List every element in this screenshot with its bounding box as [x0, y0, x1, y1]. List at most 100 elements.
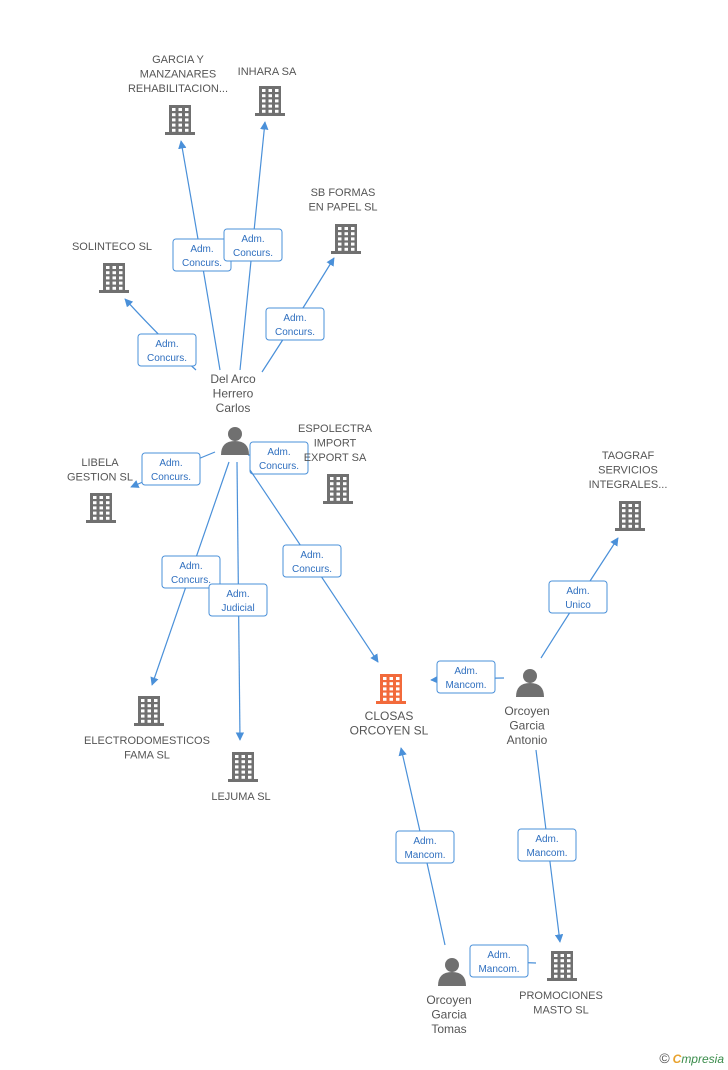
building-window — [119, 276, 123, 280]
building-window — [147, 699, 151, 702]
building-window — [338, 247, 342, 251]
edge-label-line: Adm. — [226, 589, 249, 600]
building-window — [622, 519, 626, 523]
node-label-line: SOLINTECO SL — [72, 241, 152, 253]
building-window — [336, 492, 340, 496]
building-base — [134, 723, 164, 726]
node-label-line: Orcoyen — [426, 993, 471, 1007]
edge-delarco-solinteco: Adm.Concurs. — [124, 298, 197, 371]
building-window — [343, 497, 347, 501]
building-window — [141, 719, 145, 723]
building-window — [106, 271, 110, 275]
edge-label-box — [265, 307, 325, 341]
edge-label-box — [249, 441, 309, 475]
building-window — [343, 492, 347, 496]
building-window — [344, 242, 348, 246]
edge-label-line: Adm. — [413, 836, 436, 847]
building-window — [262, 89, 266, 92]
building-icon — [331, 224, 361, 254]
edge-label-line: Concurs. — [151, 472, 191, 483]
edge-label-line: Concurs. — [259, 461, 299, 472]
building-window — [635, 509, 639, 513]
node-taograf[interactable]: TAOGRAFSERVICIOSINTEGRALES... — [589, 450, 668, 531]
building-window — [172, 113, 176, 117]
edge-antonio-taograf: Adm.Unico — [540, 537, 619, 659]
building-window — [275, 94, 279, 98]
edge-label-line: Adm. — [155, 339, 178, 350]
building-base — [255, 113, 285, 116]
node-electro[interactable]: ELECTRODOMESTICOS FAMA SL — [84, 696, 210, 762]
node-label-line: GARCIA Y — [152, 54, 204, 66]
building-window — [396, 692, 400, 696]
building-base — [615, 528, 645, 531]
node-label-line: FAMA SL — [124, 750, 170, 762]
edge-delarco-espolectra: Adm.Concurs. — [247, 441, 309, 475]
nodes-layer: GARCIA YMANZANARESREHABILITACION...INHAR… — [67, 54, 667, 1036]
edge-label-line: Concurs. — [171, 575, 211, 586]
building-window — [268, 94, 272, 98]
person-body — [221, 441, 249, 455]
building-window — [622, 514, 626, 518]
edge-label-line: Judicial — [221, 603, 254, 614]
edge-delarco-closas: Adm.Concurs. — [249, 469, 379, 663]
building-window — [185, 128, 189, 132]
building-window — [93, 496, 97, 499]
node-solinteco[interactable]: SOLINTECO SL — [72, 241, 152, 293]
empresia-logo: ©Cmpresia — [659, 1050, 724, 1066]
building-window — [154, 704, 158, 708]
building-window — [235, 760, 239, 764]
building-window — [248, 775, 252, 779]
building-window — [241, 755, 245, 758]
node-label-line: Garcia — [509, 719, 545, 733]
edge-label-line: Adm. — [454, 666, 477, 677]
edges-layer: Adm.Concurs.Adm.Concurs.Adm.Concurs.Adm.… — [124, 121, 619, 978]
building-window — [262, 94, 266, 98]
building-window — [248, 770, 252, 774]
building-window — [185, 113, 189, 117]
building-window — [106, 506, 110, 510]
node-label-line: EN PAPEL SL — [308, 202, 377, 214]
edge-delarco-libela: Adm.Concurs. — [130, 451, 216, 488]
edge-label-box — [223, 228, 283, 262]
edge-tomas-closas: Adm.Mancom. — [395, 747, 455, 946]
building-window — [119, 266, 123, 269]
node-label-line: ELECTRODOMESTICOS — [84, 735, 210, 747]
edge-label-box — [436, 660, 496, 694]
building-window — [560, 974, 564, 978]
edge-label-box — [161, 555, 221, 589]
node-label-line: EXPORT SA — [304, 452, 367, 464]
node-inhara[interactable]: INHARA SA — [238, 66, 297, 116]
edge-label-line: Adm. — [241, 234, 264, 245]
building-window — [628, 514, 632, 518]
node-label-line: MANZANARES — [140, 69, 216, 81]
building-window — [178, 128, 182, 132]
building-base — [547, 978, 577, 981]
building-window — [389, 677, 393, 680]
node-lejuma[interactable]: LEJUMA SL — [211, 752, 271, 803]
building-window — [112, 286, 116, 290]
edge-label-box — [469, 944, 529, 978]
building-window — [112, 271, 116, 275]
edge-label-line: Adm. — [283, 313, 306, 324]
building-window — [99, 496, 103, 499]
building-window — [172, 128, 176, 132]
edge-label-box — [141, 452, 201, 486]
building-window — [389, 687, 393, 691]
edge-tomas-promociones: Adm.Mancom. — [469, 944, 537, 978]
building-window — [178, 118, 182, 122]
node-garcia[interactable]: GARCIA YMANZANARESREHABILITACION... — [128, 54, 228, 135]
building-window — [343, 487, 347, 491]
edge-label-line: Adm. — [487, 950, 510, 961]
building-window — [628, 504, 632, 507]
building-window — [119, 286, 123, 290]
building-window — [235, 755, 239, 758]
